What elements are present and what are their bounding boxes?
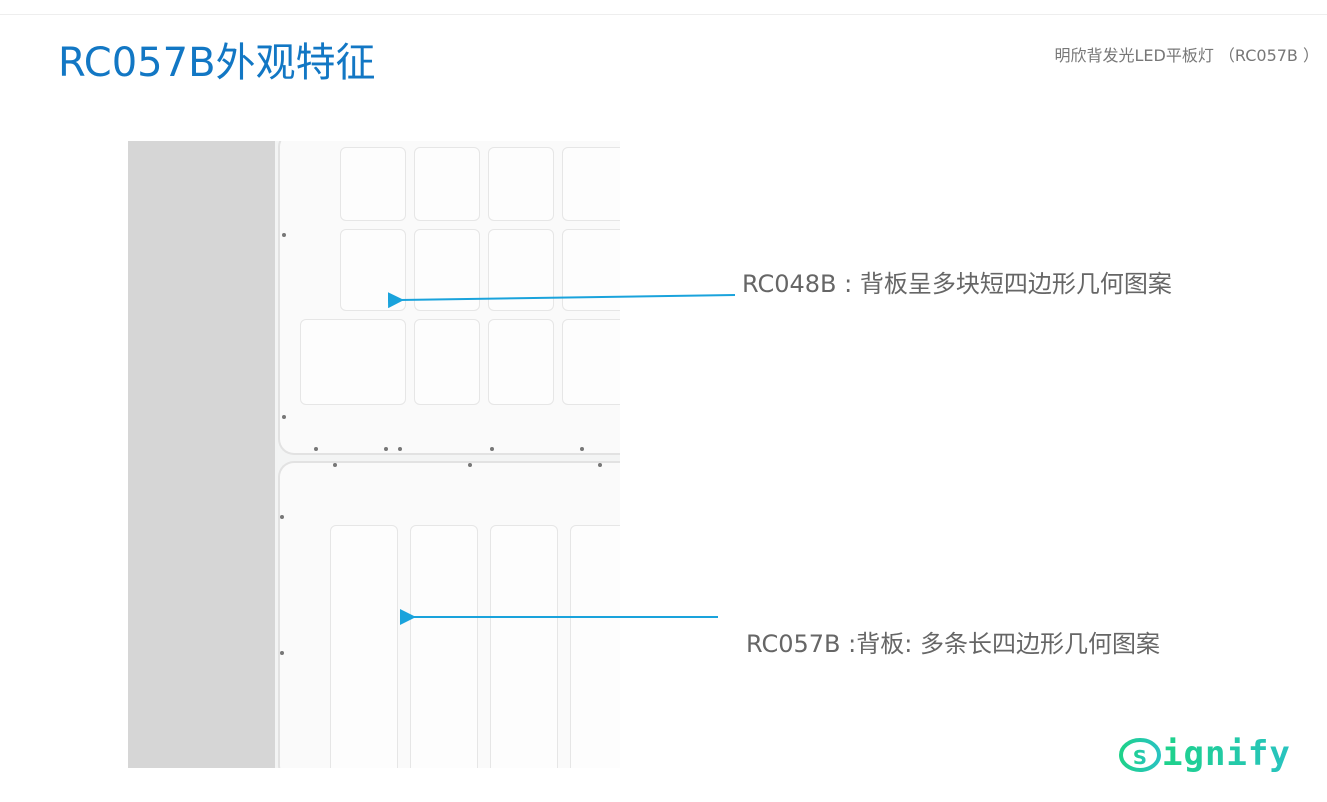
page-title: RC057B外观特征 [58,40,376,86]
svg-text:s: s [1132,741,1148,771]
header-divider [0,14,1327,15]
rc057b-panel [278,461,620,768]
svg-text:ignify: ignify [1162,734,1291,774]
signify-logo: s ignify [1119,734,1291,774]
photo-background [128,141,275,768]
annotation-rc048b: RC048B : 背板呈多块短四边形几何图案 [742,270,1172,298]
page-subtitle: 明欣背发光LED平板灯 （RC057B ） [1054,46,1319,65]
arrow-rc048b [387,292,736,309]
annotation-rc057b: RC057B :背板: 多条长四边形几何图案 [746,630,1160,658]
